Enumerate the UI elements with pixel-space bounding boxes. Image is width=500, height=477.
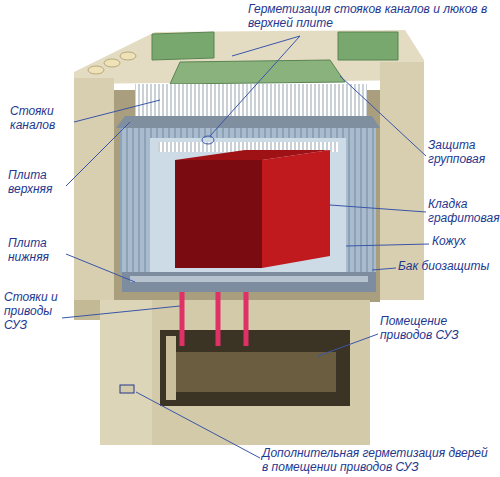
door-seal: [120, 385, 134, 393]
base-block: [100, 300, 370, 445]
cylinder: [88, 66, 104, 74]
room-wall: [166, 336, 176, 400]
casing: [150, 138, 346, 272]
upper-plate: [116, 116, 380, 128]
lower-plate: [122, 272, 376, 292]
top-slab: [74, 30, 424, 84]
cylinder: [104, 59, 120, 67]
shield-block: [152, 32, 214, 60]
control-rods: [182, 292, 246, 346]
part-label: Плита нижняя: [8, 236, 66, 264]
part-label: Дополнительная герметизация дверей в пом…: [262, 446, 494, 474]
leader-lines: [62, 36, 429, 458]
part-label: Кладка графитовая: [428, 197, 496, 225]
room-floor: [176, 352, 336, 392]
part-label: Герметизация стояков каналов и люков в в…: [248, 2, 493, 30]
base-column: [100, 300, 152, 445]
cavity: [114, 90, 380, 302]
shield-tank: [120, 128, 376, 274]
part-label: Плита верхняя: [8, 168, 66, 196]
group-shield: [170, 60, 345, 84]
part-label: Бак биозащиты: [398, 259, 494, 273]
graphite-side: [262, 150, 330, 268]
left-wall: [74, 78, 114, 300]
lower-plate-band: [130, 276, 368, 282]
graphite-front: [175, 160, 262, 268]
part-label: Защита групповая: [428, 138, 494, 166]
part-label: Стояки каналов: [10, 104, 72, 132]
step: [74, 300, 100, 320]
shield-block: [338, 32, 398, 60]
channel-standpipes: [135, 84, 367, 118]
part-label: Кожух: [432, 234, 492, 248]
part-label: Помещение приводов СУЗ: [380, 314, 480, 342]
cylinder: [120, 52, 136, 60]
drive-room: [160, 330, 350, 406]
part-label: Стояки и приводы СУЗ: [4, 290, 62, 332]
